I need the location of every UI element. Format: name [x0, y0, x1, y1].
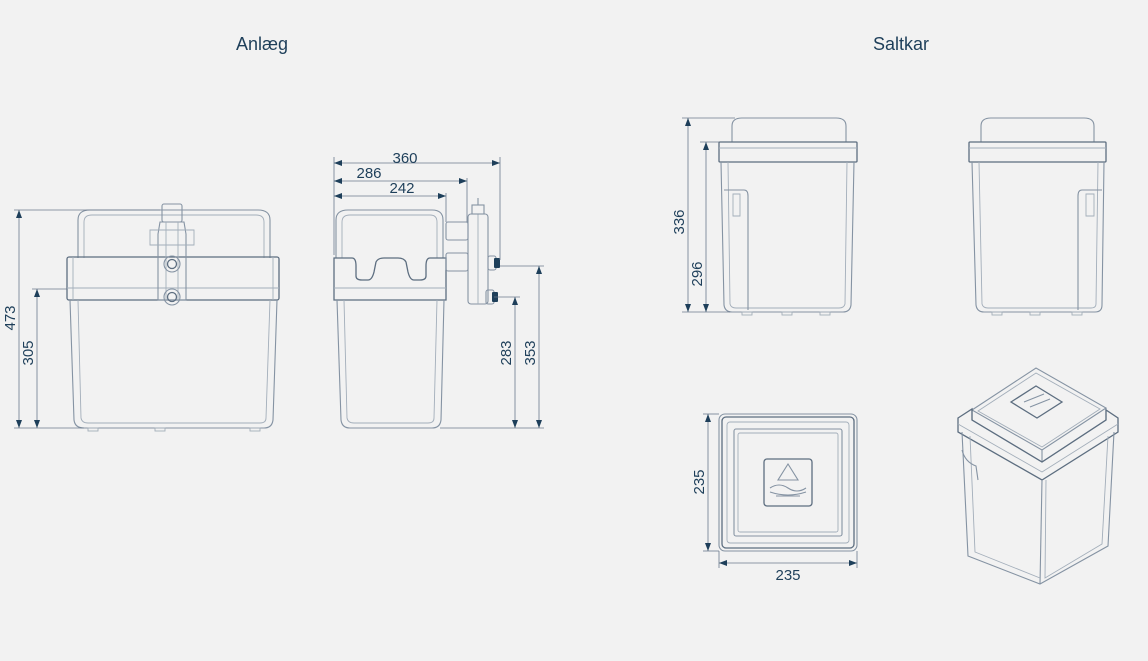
dim-saltkar-width: 235 — [775, 567, 800, 584]
saltkar-front-view — [718, 117, 858, 316]
dim-saltkar-body-height: 296 — [689, 261, 706, 286]
anlaeg-front-dimensions: 473 305 — [2, 209, 160, 429]
saltkar-side-view — [968, 117, 1107, 316]
dim-anlaeg-body-height: 305 — [20, 340, 37, 365]
saltkar-isometric-view — [957, 367, 1119, 585]
anlaeg-side-view — [333, 198, 500, 429]
salt-logo-iso-icon — [1009, 385, 1064, 419]
dim-saltkar-depth: 235 — [691, 469, 708, 494]
anlaeg-front-view — [66, 203, 280, 432]
section-title-anlaeg: Anlæg — [236, 34, 288, 54]
dim-anlaeg-width-mid: 286 — [356, 165, 381, 182]
dim-anlaeg-outlet-low: 283 — [498, 340, 515, 365]
anlaeg-side-dimensions: 360 286 242 283 353 — [333, 150, 544, 429]
saltkar-top-view — [718, 413, 858, 552]
salt-logo-icon — [763, 458, 813, 507]
dim-anlaeg-width-body: 242 — [389, 180, 414, 197]
saltkar-front-dimensions: 336 296 — [671, 117, 735, 313]
dim-saltkar-total-height: 336 — [671, 209, 688, 234]
section-title-saltkar: Saltkar — [873, 34, 929, 54]
dim-anlaeg-width-total: 360 — [392, 150, 417, 167]
dim-anlaeg-outlet-high: 353 — [522, 340, 539, 365]
saltkar-top-dimensions: 235 235 — [691, 413, 858, 584]
dim-anlaeg-total-height: 473 — [2, 305, 19, 330]
